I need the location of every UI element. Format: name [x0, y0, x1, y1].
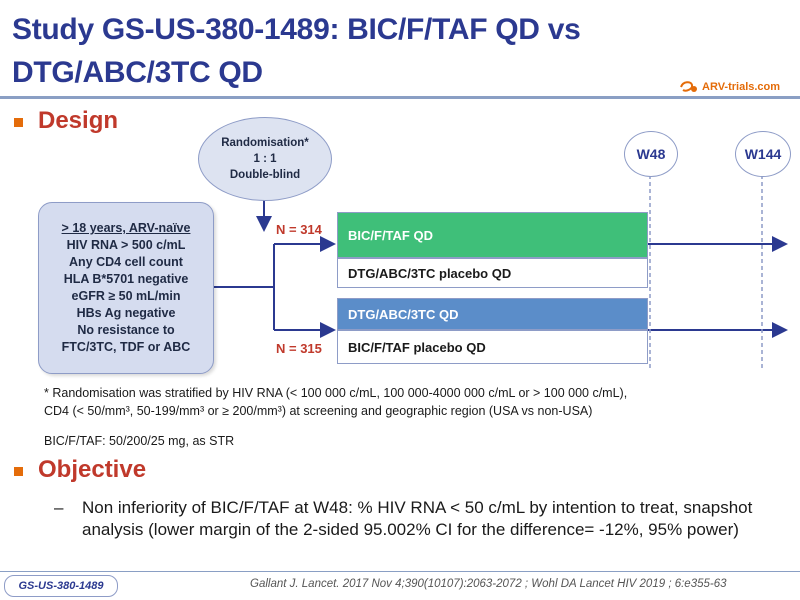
- criteria-item: No resistance to: [77, 323, 175, 337]
- criteria-item: HLA B*5701 negative: [63, 272, 189, 286]
- criteria-item: > 18 years, ARV-naïve: [62, 220, 191, 237]
- page-title: Study GS-US-380-1489: BIC/F/TAF QD vs DT…: [12, 8, 712, 94]
- objective-text: Non inferiority of BIC/F/TAF at W48: % H…: [82, 498, 753, 539]
- randomisation-blinding: Double-blind: [229, 169, 301, 181]
- randomisation-bubble: Randomisation* 1 : 1 Double-blind: [198, 117, 332, 201]
- w144-label: W144: [744, 146, 782, 162]
- randomisation-footnote: * Randomisation was stratified by HIV RN…: [44, 384, 794, 420]
- arm2-placebo-label: BIC/F/TAF placebo QD: [348, 339, 486, 355]
- criteria-item: Any CD4 cell count: [69, 255, 183, 269]
- w48-label: W48: [636, 146, 666, 162]
- arm1-n-label: N = 314: [276, 222, 322, 237]
- criteria-item: FTC/3TC, TDF or ABC: [61, 340, 191, 354]
- arm1-active-label: BIC/F/TAF QD: [348, 227, 433, 243]
- title-line-2: DTG/ABC/3TC QD: [12, 56, 263, 89]
- arm1-placebo-label: DTG/ABC/3TC placebo QD: [348, 265, 512, 281]
- arm2-placebo-box: BIC/F/TAF placebo QD: [337, 330, 648, 364]
- inclusion-criteria-box: > 18 years, ARV-naïve HIV RNA > 500 c/mL…: [38, 202, 214, 374]
- arm2-active-label: DTG/ABC/3TC QD: [348, 306, 459, 322]
- logo-mark-icon: [680, 80, 698, 94]
- study-tag-label: GS-US-380-1489: [18, 580, 104, 592]
- footnote-line-2: CD4 (< 50/mm³, 50-199/mm³ or ≥ 200/mm³) …: [44, 404, 593, 418]
- criteria-item: HBs Ag negative: [76, 306, 176, 320]
- arm2-active-box: DTG/ABC/3TC QD: [337, 298, 648, 330]
- criteria-item: HIV RNA > 500 c/mL: [66, 238, 186, 252]
- title-line-1: Study GS-US-380-1489: BIC/F/TAF QD vs: [12, 13, 581, 46]
- arv-trials-logo: ARV-trials.com: [680, 78, 780, 96]
- footer-divider: [0, 571, 800, 572]
- criteria-item: eGFR ≥ 50 mL/min: [71, 289, 181, 303]
- objective-dash: –: [54, 498, 64, 517]
- dose-note: BIC/F/TAF: 50/200/25 mg, as STR: [44, 434, 235, 448]
- references: Gallant J. Lancet. 2017 Nov 4;390(10107)…: [250, 578, 727, 590]
- w48-bubble: W48: [624, 131, 678, 177]
- w144-bubble: W144: [735, 131, 791, 177]
- logo-text: ARV-trials.com: [702, 81, 781, 93]
- criteria-age: > 18 years, ARV-naïve: [61, 221, 191, 235]
- study-tag: GS-US-380-1489: [4, 575, 118, 597]
- arm2-n-label: N = 315: [276, 341, 322, 356]
- arm1-active-box: BIC/F/TAF QD: [337, 212, 648, 258]
- design-heading: Design: [38, 107, 119, 134]
- title-divider: [0, 96, 800, 99]
- objective-heading: Objective: [38, 456, 147, 483]
- objective-bullet-icon: [14, 467, 23, 476]
- arm1-placebo-box: DTG/ABC/3TC placebo QD: [337, 258, 648, 288]
- randomisation-label: Randomisation*: [221, 137, 309, 149]
- footnote-line-1: * Randomisation was stratified by HIV RN…: [44, 386, 628, 400]
- randomisation-ratio: 1 : 1: [253, 153, 277, 165]
- design-bullet-icon: [14, 118, 23, 127]
